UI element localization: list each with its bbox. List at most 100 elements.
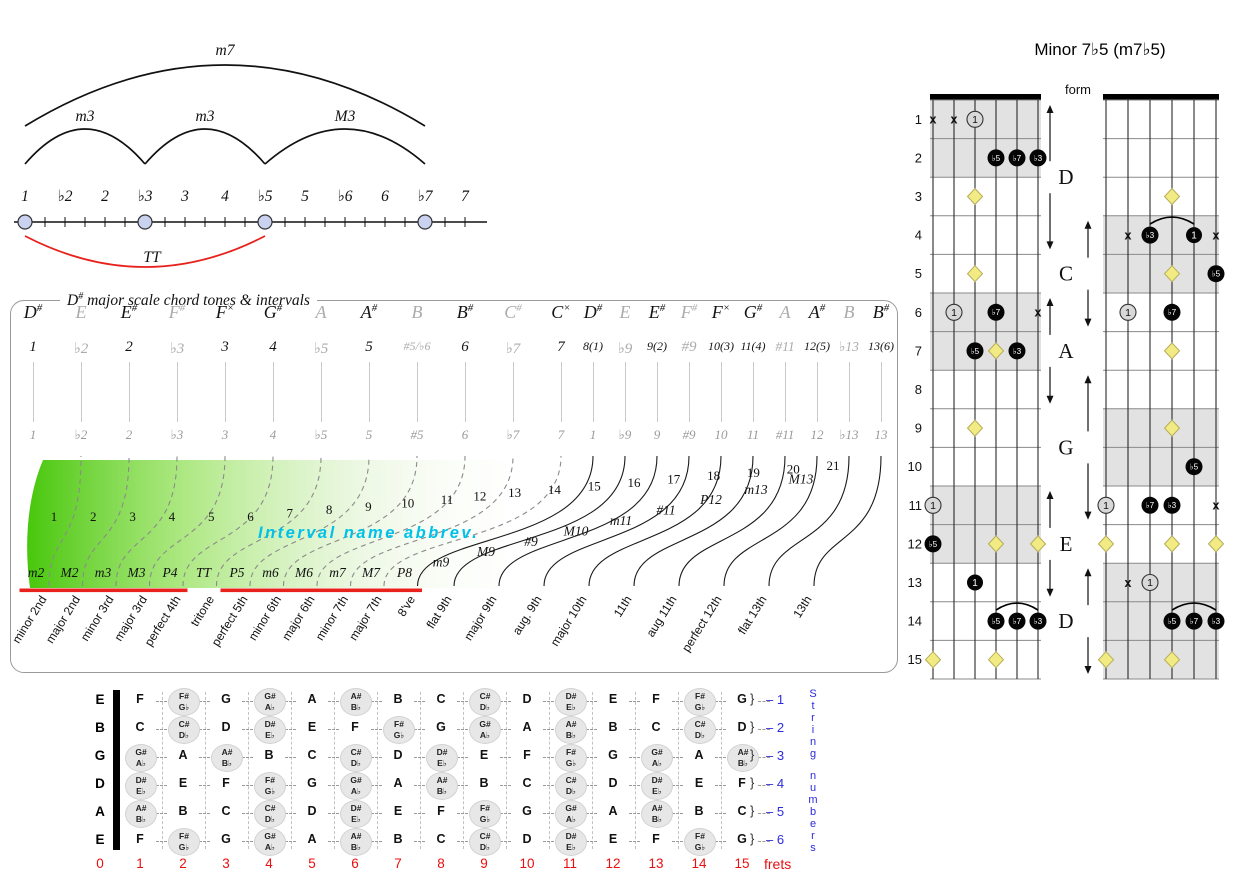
string-line-dash bbox=[758, 701, 770, 702]
accidental-note-bubble: C#D♭ bbox=[168, 716, 200, 744]
string-line-dash bbox=[242, 785, 253, 786]
degree-number: 4 bbox=[269, 339, 277, 355]
note-name: F× bbox=[689, 302, 753, 323]
accidental-note-bubble: D#E♭ bbox=[555, 688, 587, 716]
flat-name: D♭ bbox=[479, 702, 491, 712]
string-line-dash bbox=[500, 701, 511, 702]
string-line-dash bbox=[242, 841, 253, 842]
string-line-dash bbox=[715, 757, 726, 758]
column-connector-line bbox=[321, 362, 322, 422]
chord-tone-label: ♭3 bbox=[1013, 347, 1022, 356]
fret-number-label: 13 bbox=[908, 575, 922, 590]
accidental-note-bubble: F#G♭ bbox=[469, 800, 501, 828]
sharp-name: G# bbox=[651, 747, 663, 757]
form-shade bbox=[1103, 254, 1219, 293]
fret-number: 12 bbox=[605, 856, 621, 871]
column-connector-line bbox=[177, 362, 178, 422]
root-marker bbox=[1097, 496, 1115, 514]
natural-note: C bbox=[651, 720, 661, 734]
accidental-note-bubble: G#A♭ bbox=[641, 744, 673, 772]
fret-number-label: 7 bbox=[915, 343, 922, 358]
mute-marker: x bbox=[951, 113, 958, 127]
fret-number-label: 14 bbox=[908, 614, 922, 629]
sharp-name: F# bbox=[480, 803, 490, 813]
note-name: G# bbox=[721, 302, 785, 323]
flat-name: B♭ bbox=[135, 814, 147, 824]
natural-note: D bbox=[737, 720, 747, 734]
string-line-dash bbox=[285, 701, 296, 702]
string-line-dash bbox=[156, 701, 167, 702]
sharp-name: C# bbox=[178, 719, 190, 729]
note-name: F# bbox=[145, 302, 209, 323]
natural-note: G bbox=[436, 720, 446, 734]
string-line-dash bbox=[328, 785, 339, 786]
accidental-note-bubble: G#A♭ bbox=[555, 800, 587, 828]
chord-tone-label: ♭5 bbox=[1168, 617, 1177, 626]
note-name: E bbox=[49, 302, 113, 323]
accidental-note-bubble: F#G♭ bbox=[555, 744, 587, 772]
semitone-number: 10 bbox=[714, 427, 728, 442]
chord-tone-label: ♭7 bbox=[1190, 617, 1199, 626]
flat-name: E♭ bbox=[652, 786, 662, 796]
chord-tone-label: ♭3 bbox=[1212, 617, 1221, 626]
string-line-dash bbox=[715, 813, 726, 814]
note-letter: F bbox=[215, 302, 227, 322]
semitone-number: ♭5 bbox=[314, 427, 328, 442]
string-line-dash bbox=[629, 729, 640, 730]
note-name: E# bbox=[97, 302, 161, 323]
string-numbers-vertical-char: s bbox=[810, 842, 816, 854]
string-numbers-vertical-char: n bbox=[809, 736, 817, 748]
string-line-dash bbox=[328, 757, 339, 758]
column-connector-line bbox=[465, 362, 466, 422]
sharp-name: C# bbox=[264, 803, 276, 813]
sharp-name: F# bbox=[179, 831, 189, 841]
accidental-note-bubble: F#G♭ bbox=[684, 688, 716, 716]
fret-divider-line bbox=[505, 692, 507, 849]
note-name: A# bbox=[337, 302, 401, 323]
natural-note: A bbox=[393, 776, 403, 790]
accidental-note-bubble: D#E♭ bbox=[426, 744, 458, 772]
string-numbers-vertical-char: u bbox=[809, 782, 817, 794]
natural-note: D bbox=[307, 804, 317, 818]
semitone-number: 4 bbox=[269, 427, 277, 442]
flat-name: B♭ bbox=[350, 702, 362, 712]
note-letter: E bbox=[648, 302, 660, 322]
natural-note: E bbox=[694, 776, 704, 790]
semitone-number: ♭9 bbox=[618, 427, 632, 442]
fret-number: 10 bbox=[519, 856, 535, 871]
extension-diamond bbox=[966, 187, 984, 206]
chord-tone-marker bbox=[1008, 149, 1026, 167]
degree-number: #11 bbox=[775, 339, 795, 354]
fret-number-label: 1 bbox=[915, 112, 922, 127]
fret-number-label: 15 bbox=[908, 652, 922, 667]
degree-number: 9(2) bbox=[647, 339, 667, 353]
natural-note: F bbox=[351, 720, 359, 734]
string-line-dash bbox=[371, 841, 382, 842]
note-name: A bbox=[753, 302, 817, 323]
chord-tone-marker bbox=[1207, 265, 1225, 283]
interval-abbrev-caption: Interval name abbrev. bbox=[258, 524, 480, 542]
string-numbers-vertical-char: r bbox=[811, 830, 815, 842]
note-letter: E bbox=[75, 302, 87, 322]
string-line-dash bbox=[156, 757, 167, 758]
column-connector-line bbox=[81, 362, 82, 422]
string-line-dash bbox=[199, 841, 210, 842]
accidental-note-bubble: D#E♭ bbox=[340, 800, 372, 828]
accidental-note-bubble: G#A♭ bbox=[125, 744, 157, 772]
note-name: F× bbox=[193, 302, 257, 323]
form-arrow-head bbox=[1046, 298, 1054, 306]
degree-label: 5 bbox=[301, 188, 309, 205]
string-numbers-vertical-char: m bbox=[808, 794, 818, 806]
open-string-note: E bbox=[95, 832, 105, 847]
note-letter: E bbox=[619, 302, 631, 322]
natural-note: D bbox=[221, 720, 231, 734]
flat-name: B♭ bbox=[436, 786, 448, 796]
natural-note: B bbox=[694, 804, 704, 818]
sharp-name: D# bbox=[565, 691, 577, 701]
column-connector-line bbox=[593, 362, 594, 422]
degree-number: 3 bbox=[221, 339, 229, 355]
sharp-name: F# bbox=[566, 747, 576, 757]
mute-marker: x bbox=[1213, 228, 1220, 242]
form-shade bbox=[930, 486, 1041, 525]
